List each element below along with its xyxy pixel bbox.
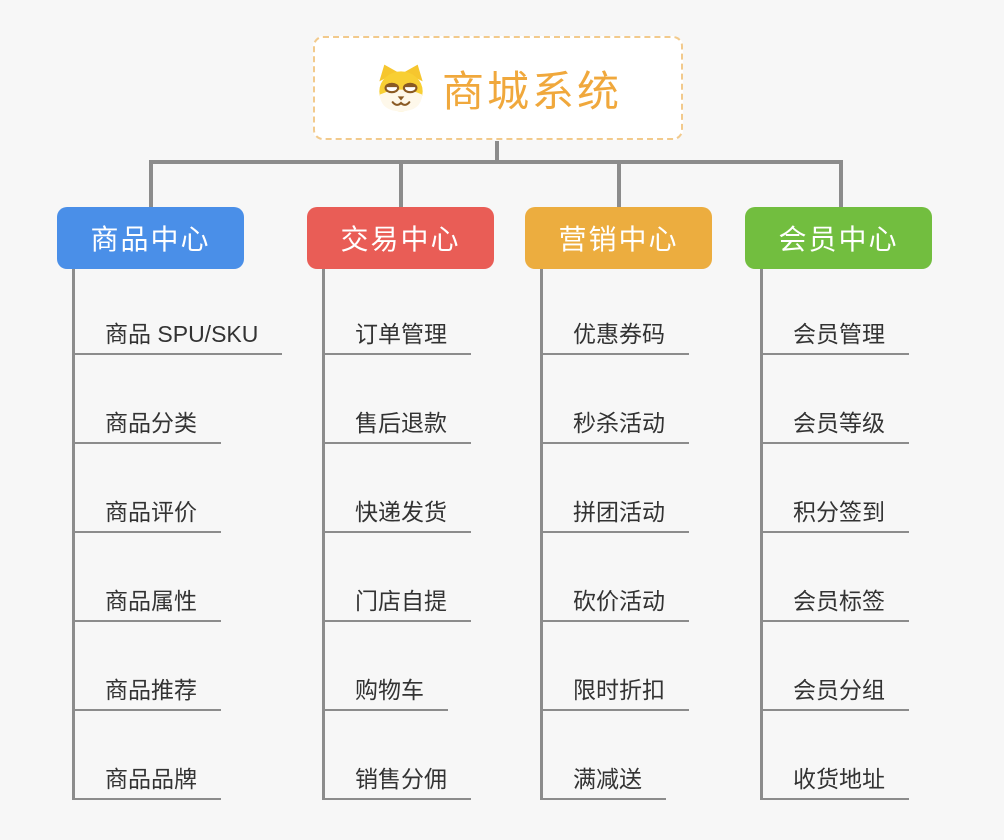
leaf-item[interactable]: 商品 SPU/SKU — [72, 313, 283, 355]
branch-node-product-center[interactable]: 商品中心 — [57, 207, 244, 269]
leaf-item[interactable]: 会员分组 — [760, 669, 909, 711]
branch-node-member-center[interactable]: 会员中心 — [745, 207, 932, 269]
branch-product-center: 商品中心 商品 SPU/SKU 商品分类 商品评价 商品属性 商品推荐 商品品牌 — [57, 207, 317, 840]
branch-label: 营销中心 — [558, 224, 679, 255]
leaf-item[interactable]: 收货地址 — [760, 758, 909, 800]
branch-member-center: 会员中心 会员管理 会员等级 积分签到 会员标签 会员分组 收货地址 — [745, 207, 1004, 840]
connector-drop-product — [149, 160, 153, 207]
leaf-item[interactable]: 商品分类 — [72, 402, 221, 444]
leaf-item[interactable]: 销售分佣 — [322, 758, 471, 800]
branch-line — [540, 269, 543, 800]
leaf-item[interactable]: 售后退款 — [322, 402, 471, 444]
leaf-item[interactable]: 砍价活动 — [540, 580, 689, 622]
leaf-item[interactable]: 限时折扣 — [540, 669, 689, 711]
branch-line — [72, 269, 75, 800]
branch-node-marketing-center[interactable]: 营销中心 — [525, 207, 712, 269]
leaf-item[interactable]: 拼团活动 — [540, 491, 689, 533]
branch-label: 商品中心 — [90, 224, 211, 255]
connector-root-drop — [495, 141, 499, 162]
leaf-item[interactable]: 积分签到 — [760, 491, 909, 533]
branch-line — [760, 269, 763, 800]
connector-drop-member — [839, 160, 843, 207]
connector-drop-marketing — [617, 160, 621, 207]
root-title: 商城系统 — [441, 67, 622, 115]
connector-drop-trade — [399, 160, 403, 207]
leaf-item[interactable]: 会员管理 — [760, 313, 909, 355]
connector-horizontal — [149, 160, 843, 164]
branch-line — [322, 269, 325, 800]
leaf-item[interactable]: 快递发货 — [322, 491, 471, 533]
branch-trade-center: 交易中心 订单管理 售后退款 快递发货 门店自提 购物车 销售分佣 — [307, 207, 567, 840]
root-node[interactable]: 商城系统 — [313, 36, 683, 140]
branch-node-trade-center[interactable]: 交易中心 — [307, 207, 494, 269]
leaf-item[interactable]: 商品品牌 — [72, 758, 221, 800]
leaf-item[interactable]: 满减送 — [540, 758, 666, 800]
dog-icon — [374, 63, 428, 113]
leaf-item[interactable]: 秒杀活动 — [540, 402, 689, 444]
leaf-item[interactable]: 商品属性 — [72, 580, 221, 622]
leaf-item[interactable]: 商品推荐 — [72, 669, 221, 711]
branch-marketing-center: 营销中心 优惠券码 秒杀活动 拼团活动 砍价活动 限时折扣 满减送 — [525, 207, 785, 840]
leaf-item[interactable]: 门店自提 — [322, 580, 471, 622]
leaf-item[interactable]: 优惠券码 — [540, 313, 689, 355]
branch-label: 交易中心 — [340, 224, 461, 255]
branch-label: 会员中心 — [778, 224, 899, 255]
leaf-item[interactable]: 订单管理 — [322, 313, 471, 355]
leaf-item[interactable]: 会员等级 — [760, 402, 909, 444]
leaf-item[interactable]: 会员标签 — [760, 580, 909, 622]
leaf-item[interactable]: 购物车 — [322, 669, 448, 711]
leaf-item[interactable]: 商品评价 — [72, 491, 221, 533]
